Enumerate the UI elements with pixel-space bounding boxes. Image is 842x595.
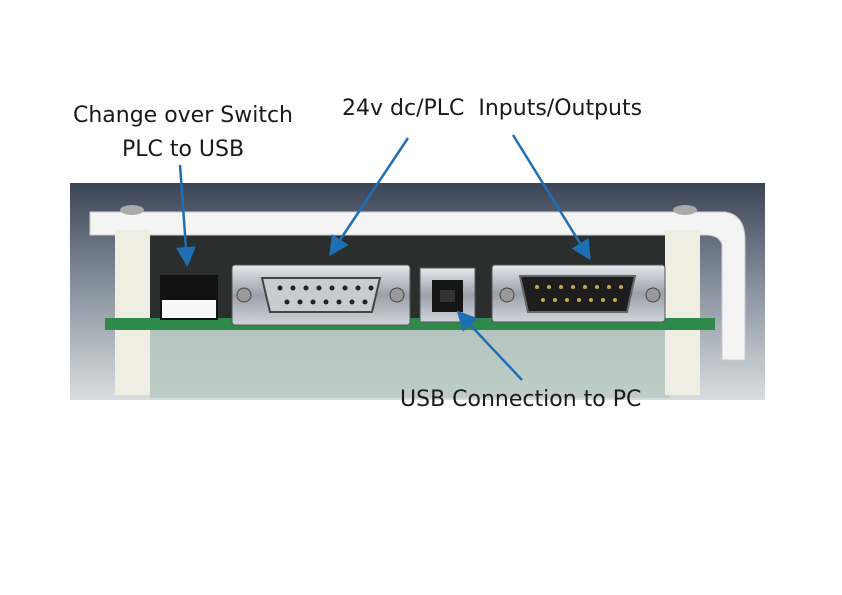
label-usb: USB Connection to PC (400, 387, 641, 412)
standoff-right (665, 230, 700, 395)
photo (70, 183, 765, 400)
label-switch-line2: PLC to USB (122, 137, 244, 162)
arrow-io-right (511, 134, 591, 261)
label-io: 24v dc/PLC Inputs/Outputs (342, 96, 642, 121)
white-top-plate (89, 211, 746, 361)
arrow-switch (175, 164, 196, 267)
db15-female-connector (231, 264, 411, 326)
screw-right (673, 205, 697, 215)
standoff-left (115, 230, 150, 395)
arrows (175, 134, 591, 381)
lower-board (150, 330, 670, 398)
arrow-usb (456, 310, 523, 381)
changeover-switch (160, 275, 218, 320)
screw-left (120, 205, 144, 215)
label-switch-line1: Change over Switch (73, 103, 293, 128)
arrow-io-left (329, 137, 410, 257)
usb-b-port (419, 267, 476, 323)
db15-male-connector (491, 264, 666, 323)
